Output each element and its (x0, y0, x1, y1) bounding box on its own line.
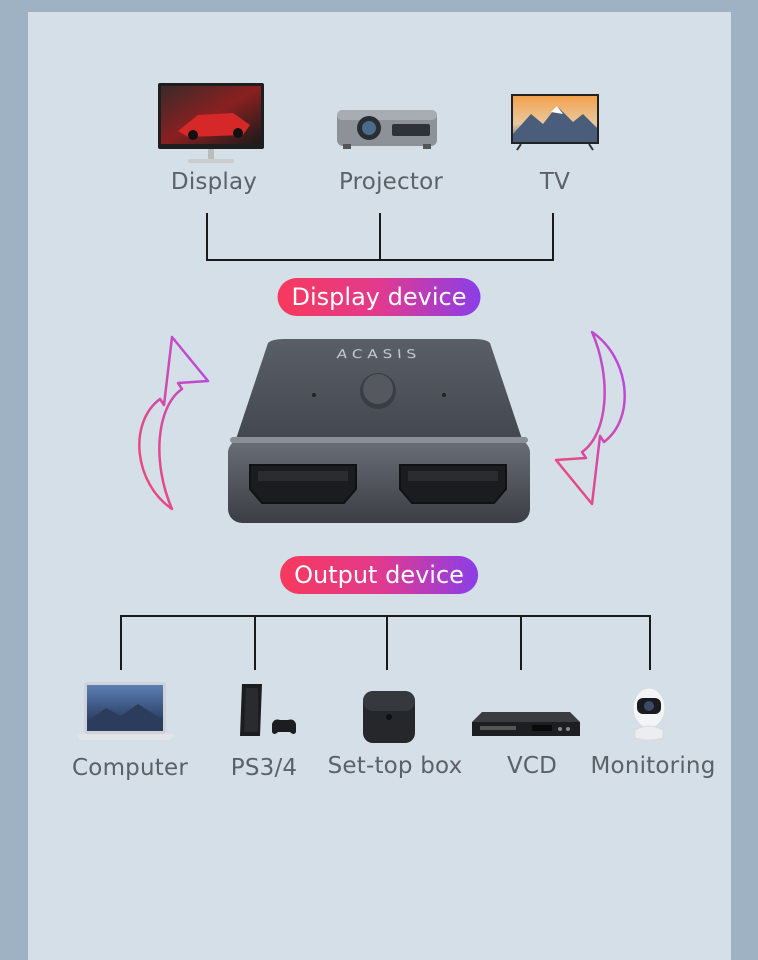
device-label-tv: TV (539, 169, 571, 195)
display-device-badge: Display device (277, 278, 481, 316)
security-camera-icon (632, 687, 666, 741)
hdmi-switch-device (228, 339, 530, 523)
right-curved-arrow-icon (554, 330, 626, 506)
device-label-vcd: VCD (506, 753, 558, 779)
device-label-computer: Computer (72, 755, 188, 781)
device-label-set-top-box: Set-top box (327, 753, 463, 779)
laptop-icon (76, 682, 174, 740)
device-label-projector: Projector (338, 169, 444, 195)
game-console-icon (240, 684, 296, 736)
set-top-box-icon (363, 691, 415, 743)
tv-icon (511, 94, 599, 151)
left-curved-arrow-icon (138, 335, 210, 511)
output-device-badge: Output device (280, 556, 478, 594)
device-label-display: Display (170, 169, 258, 195)
device-label-ps34: PS3/4 (230, 755, 298, 781)
projector-icon (337, 110, 437, 149)
vcd-player-icon (472, 712, 580, 736)
device-label-monitoring: Monitoring (590, 753, 716, 779)
monitor-icon (158, 83, 264, 163)
